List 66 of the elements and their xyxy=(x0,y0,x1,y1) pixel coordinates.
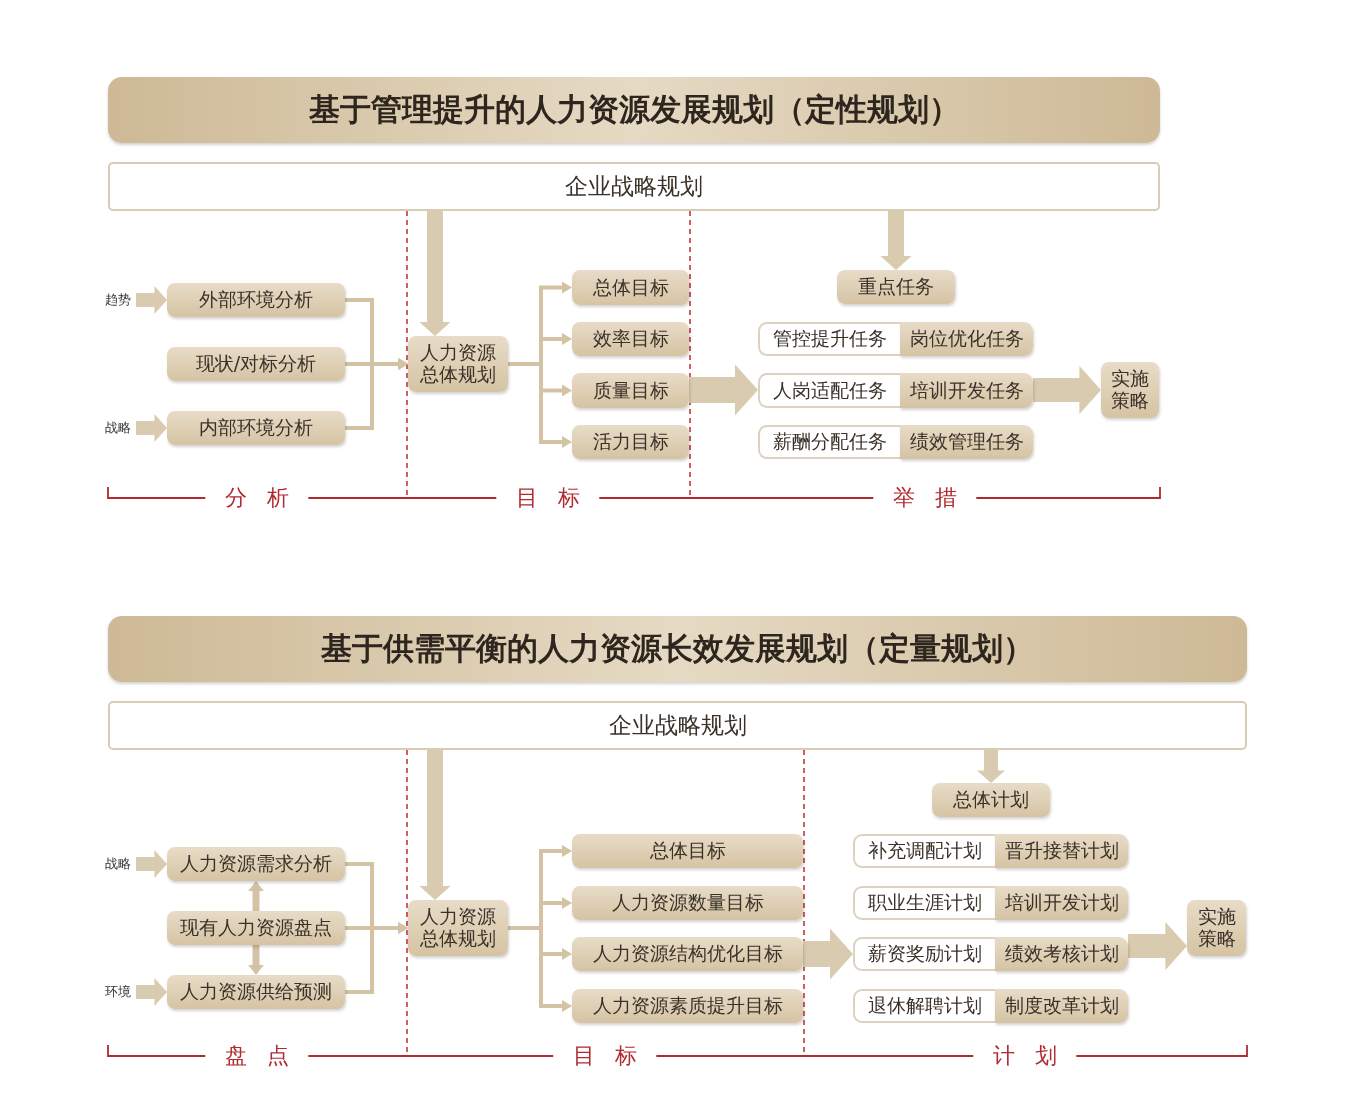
block-arrow xyxy=(689,364,758,416)
connector-arrow xyxy=(508,926,572,1012)
block-arrow xyxy=(136,414,167,442)
goal-box: 效率目标 xyxy=(572,322,689,356)
plan-item-box: 补充调配计划 xyxy=(853,834,995,868)
block-arrow xyxy=(136,286,167,314)
connector-arrow xyxy=(508,362,572,448)
strategy-box: 企业战略规划 xyxy=(108,162,1160,211)
section-label: 目标 xyxy=(496,487,600,509)
task-box: 人岗适配任务 xyxy=(758,373,900,408)
plan-item-box: 晋升接替计划 xyxy=(995,834,1128,868)
process-box: 人力资源需求分析 xyxy=(167,847,345,881)
section-label: 盘点 xyxy=(205,1045,309,1067)
block-arrow xyxy=(136,850,167,878)
plan-box: 人力资源总体规划 xyxy=(408,336,508,392)
goal-box: 人力资源结构优化目标 xyxy=(572,937,803,971)
plan-item-box: 制度改革计划 xyxy=(995,989,1128,1023)
goal-box: 总体目标 xyxy=(572,834,803,868)
connector-arrow xyxy=(345,922,408,994)
process-box: 现状/对标分析 xyxy=(167,347,345,381)
process-box: 外部环境分析 xyxy=(167,283,345,317)
section-label: 计划 xyxy=(973,1045,1077,1067)
section-label: 分析 xyxy=(205,487,309,509)
strategy-result-box: 实施策略 xyxy=(1101,362,1159,418)
goal-box: 总体目标 xyxy=(572,270,689,305)
strategy-box: 企业战略规划 xyxy=(108,701,1247,750)
block-arrow xyxy=(803,928,853,980)
block-arrow xyxy=(1033,366,1101,414)
block-arrow xyxy=(419,211,451,336)
block-arrow xyxy=(1128,922,1187,970)
block-arrow xyxy=(880,211,912,270)
heading-box: 重点任务 xyxy=(837,270,955,304)
title-band: 基于管理提升的人力资源发展规划（定性规划） xyxy=(108,77,1160,143)
section-label: 目标 xyxy=(553,1045,657,1067)
goal-box: 人力资源数量目标 xyxy=(572,886,803,920)
block-arrow xyxy=(136,978,167,1006)
connector-arrow xyxy=(248,881,264,911)
goal-box: 人力资源素质提升目标 xyxy=(572,989,803,1023)
goal-box: 质量目标 xyxy=(572,373,689,408)
title-band: 基于供需平衡的人力资源长效发展规划（定量规划） xyxy=(108,616,1247,682)
connector-arrow xyxy=(345,358,408,430)
goal-box: 活力目标 xyxy=(572,425,689,459)
block-arrow xyxy=(419,750,451,900)
input-label: 环境 xyxy=(100,982,136,1002)
plan-item-box: 退休解聘计划 xyxy=(853,989,995,1023)
strategy-result-box: 实施策略 xyxy=(1187,900,1246,956)
process-box: 内部环境分析 xyxy=(167,411,345,445)
task-box: 岗位优化任务 xyxy=(900,322,1033,356)
plan-item-box: 培训开发计划 xyxy=(995,886,1128,920)
input-label: 趋势 xyxy=(100,290,136,310)
input-label: 战略 xyxy=(100,854,136,874)
process-box: 人力资源供给预测 xyxy=(167,975,345,1009)
plan-item-box: 绩效考核计划 xyxy=(995,937,1128,971)
plan-box: 人力资源总体规划 xyxy=(408,900,508,956)
connector-arrow xyxy=(248,945,264,975)
task-box: 绩效管理任务 xyxy=(900,425,1033,459)
plan-item-box: 薪资奖励计划 xyxy=(853,937,995,971)
task-box: 管控提升任务 xyxy=(758,322,900,356)
heading-box: 总体计划 xyxy=(932,783,1050,817)
input-label: 战略 xyxy=(100,418,136,438)
plan-item-box: 职业生涯计划 xyxy=(853,886,995,920)
task-box: 培训开发任务 xyxy=(900,373,1033,408)
block-arrow xyxy=(977,750,1005,783)
process-box: 现有人力资源盘点 xyxy=(167,911,345,945)
section-label: 举措 xyxy=(873,487,977,509)
task-box: 薪酬分配任务 xyxy=(758,425,900,459)
